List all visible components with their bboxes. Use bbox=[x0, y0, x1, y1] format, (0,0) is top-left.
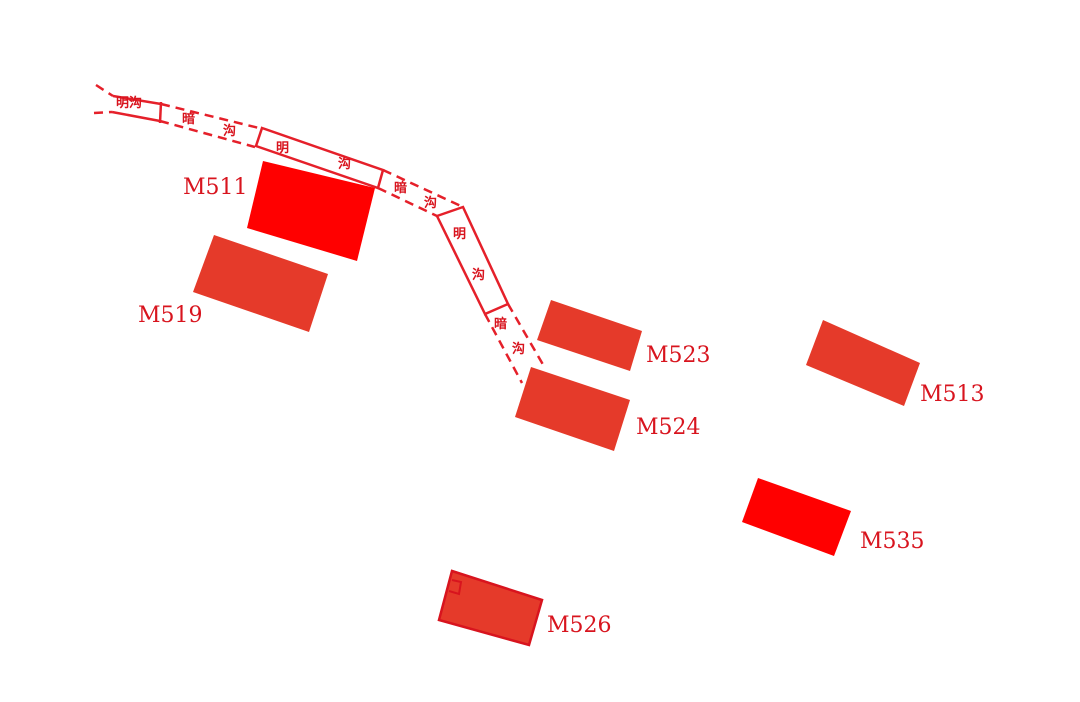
tomb-m519 bbox=[193, 235, 328, 332]
tomb-label-m513: M513 bbox=[920, 382, 985, 407]
tomb-label-m519: M519 bbox=[138, 303, 203, 328]
covered-ditch-label-3a: 暗 bbox=[494, 316, 507, 332]
tomb-m513 bbox=[806, 320, 920, 406]
tomb-label-m511: M511 bbox=[183, 175, 248, 200]
tomb-m526 bbox=[437, 569, 544, 647]
tomb-m523 bbox=[537, 300, 642, 371]
tomb-labels: M511 M519 M523 M524 M513 M535 M526 bbox=[138, 175, 985, 638]
tombs bbox=[193, 161, 920, 647]
tomb-label-m524: M524 bbox=[636, 415, 701, 440]
ditch-labels: 明沟 暗 沟 明 沟 暗 沟 明 沟 暗 沟 bbox=[116, 95, 525, 357]
covered-ditch-label-3b: 沟 bbox=[512, 341, 525, 357]
covered-ditch-label-1a: 暗 bbox=[182, 111, 195, 127]
covered-ditch-segment-1 bbox=[93, 83, 260, 149]
open-ditch-label-2a: 明 bbox=[276, 141, 289, 156]
covered-ditch-label-2b: 沟 bbox=[424, 195, 437, 211]
covered-ditch-segment-3 bbox=[483, 303, 547, 384]
open-ditch-label-3a: 明 bbox=[453, 227, 466, 242]
ditch bbox=[93, 83, 547, 384]
tomb-label-m523: M523 bbox=[646, 343, 711, 368]
tomb-m524 bbox=[515, 367, 630, 451]
open-ditch-label-3b: 沟 bbox=[472, 267, 485, 283]
open-ditch-label-1: 明沟 bbox=[116, 95, 142, 111]
open-ditch-segment-3 bbox=[435, 205, 510, 316]
open-ditch-segment-1 bbox=[111, 94, 163, 124]
tomb-m535 bbox=[742, 478, 851, 556]
tomb-label-m526: M526 bbox=[547, 613, 612, 638]
open-ditch-label-2b: 沟 bbox=[338, 156, 351, 172]
tomb-label-m535: M535 bbox=[860, 529, 925, 554]
covered-ditch-label-1b: 沟 bbox=[223, 123, 236, 139]
covered-ditch-label-2a: 暗 bbox=[394, 180, 407, 196]
tomb-m511 bbox=[247, 161, 375, 261]
covered-ditch-segment-2 bbox=[377, 168, 464, 218]
